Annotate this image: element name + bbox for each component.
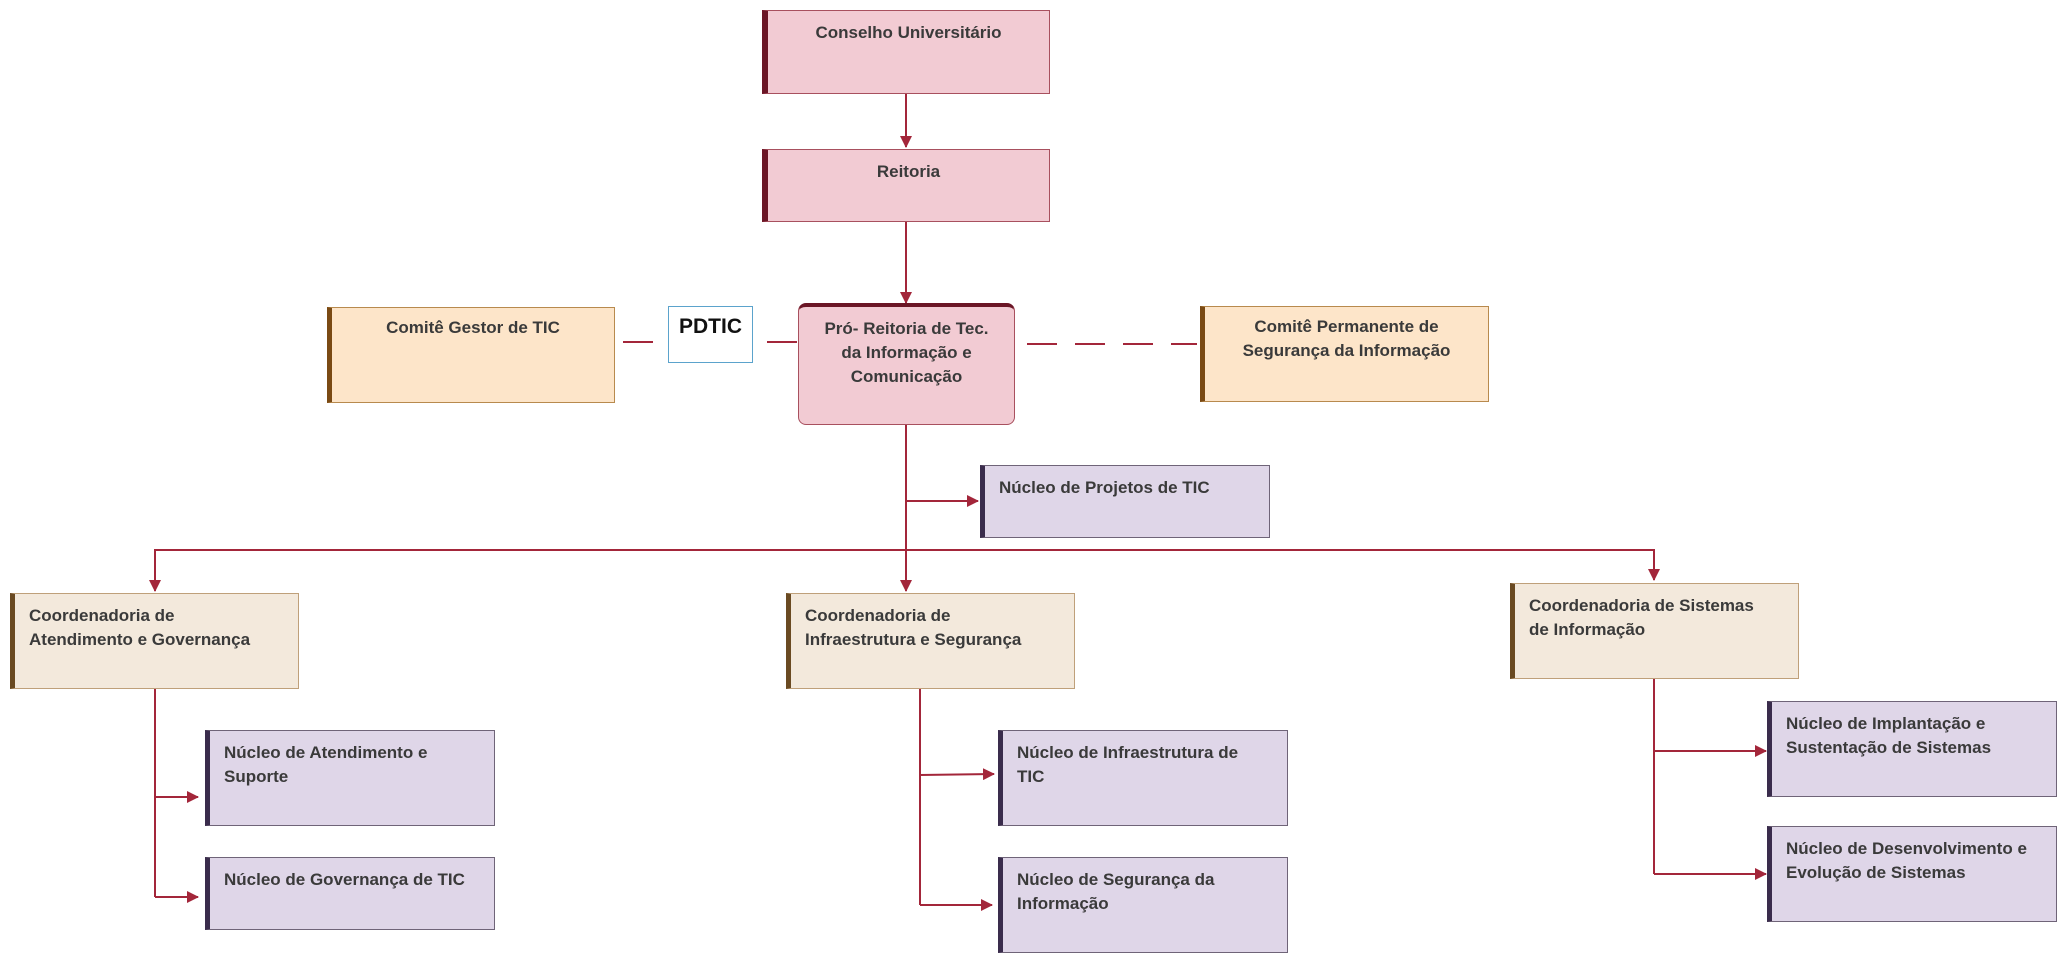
node-nucleo-infra: Núcleo de Infraestrutura de TIC [998,730,1288,826]
node-label: Núcleo de Atendimento e Suporte [224,743,428,786]
node-label: Núcleo de Implantação e Sustentação de S… [1786,714,1992,757]
node-nucleo-atendimento: Núcleo de Atendimento e Suporte [205,730,495,826]
node-comite-gestor: Comitê Gestor de TIC [327,307,615,403]
node-label: Comitê Gestor de TIC [386,318,560,337]
node-nucleo-implantacao: Núcleo de Implantação e Sustentação de S… [1767,701,2057,797]
node-label: Comitê Permanente de Segurança da Inform… [1242,317,1451,360]
node-label: Coordenadoria de Sistemas de Informação [1529,596,1754,639]
node-conselho-universitario: Conselho Universitário [762,10,1050,94]
node-pro-reitoria: Pró- Reitoria de Tec. da Informação e Co… [798,303,1015,425]
node-label: Coordenadoria de Infraestrutura e Segura… [805,606,1022,649]
node-label: Reitoria [876,162,941,181]
node-label: Núcleo de Governança de TIC [224,870,465,889]
pdtic-label: PDTIC [668,306,753,363]
node-coord-sistemas: Coordenadoria de Sistemas de Informação [1510,583,1799,679]
node-coord-atendimento: Coordenadoria de Atendimento e Governanç… [10,593,299,689]
connector-bus-coord-sistemas [906,549,1660,581]
node-label: Coordenadoria de Atendimento e Governanç… [29,606,251,649]
connector-to-nucleo-infra [919,768,995,781]
node-reitoria: Reitoria [762,149,1050,222]
node-nucleo-governanca: Núcleo de Governança de TIC [205,857,495,930]
node-label: Núcleo de Segurança da Informação [1017,870,1215,913]
node-label: Núcleo de Desenvolvimento e Evolução de … [1786,839,2027,882]
node-nucleo-projetos: Núcleo de Projetos de TIC [980,465,1270,538]
connector-bus-coord-atendimento [149,549,906,592]
node-nucleo-desenvolvimento: Núcleo de Desenvolvimento e Evolução de … [1767,826,2057,922]
node-label: Núcleo de Infraestrutura de TIC [1017,743,1239,786]
node-nucleo-seguranca: Núcleo de Segurança da Informação [998,857,1288,953]
node-label: Conselho Universitário [815,23,1002,42]
node-comite-permanente: Comitê Permanente de Segurança da Inform… [1200,306,1489,402]
node-label: Pró- Reitoria de Tec. da Informação e Co… [824,319,989,386]
node-label: Núcleo de Projetos de TIC [999,478,1210,497]
node-coord-infra: Coordenadoria de Infraestrutura e Segura… [786,593,1075,689]
